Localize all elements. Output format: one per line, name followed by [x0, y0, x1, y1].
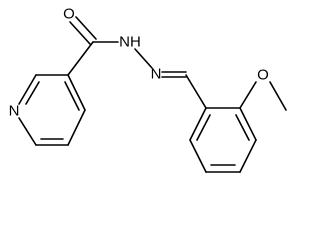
atom-label-carbonyl-oxygen: O — [63, 6, 75, 23]
pyridine-bond-5 — [67, 109, 86, 146]
atom-label-imine-nitrogen: N — [151, 66, 162, 83]
benzene-bond-6 — [189, 107, 207, 141]
bond-carbonyl-double-a — [75, 16, 97, 40]
pyridine-bond-2-inner — [25, 81, 40, 105]
bond-methoxy-o-ch3 — [269, 81, 287, 111]
benzene-bond-3 — [239, 139, 257, 173]
molecule-structure: O NH N O N — [9, 6, 287, 173]
benzene-bond-2 — [239, 107, 257, 141]
pyridine-bond-3 — [18, 117, 37, 146]
bond-nh-n — [134, 48, 153, 69]
atom-label-amide-nh: NH — [119, 34, 141, 51]
bond-carbonyl-ring — [67, 41, 94, 76]
atom-label-pyridine-nitrogen: N — [9, 103, 20, 120]
benzene-bond-2-inner — [235, 114, 250, 141]
bond-carbonyl-double-b — [69, 21, 91, 45]
pyridine-bond-6 — [67, 74, 86, 111]
benzene-bond-5 — [189, 139, 207, 173]
atom-label-methoxy-oxygen: O — [257, 67, 269, 84]
bond-imine-ring — [185, 74, 207, 109]
pyridine-bond-2 — [18, 74, 37, 105]
bond-ring-methoxy-o — [239, 81, 257, 109]
pyridine-bond-6-inner — [64, 81, 80, 111]
benzene-bond-6-inner — [196, 114, 211, 141]
